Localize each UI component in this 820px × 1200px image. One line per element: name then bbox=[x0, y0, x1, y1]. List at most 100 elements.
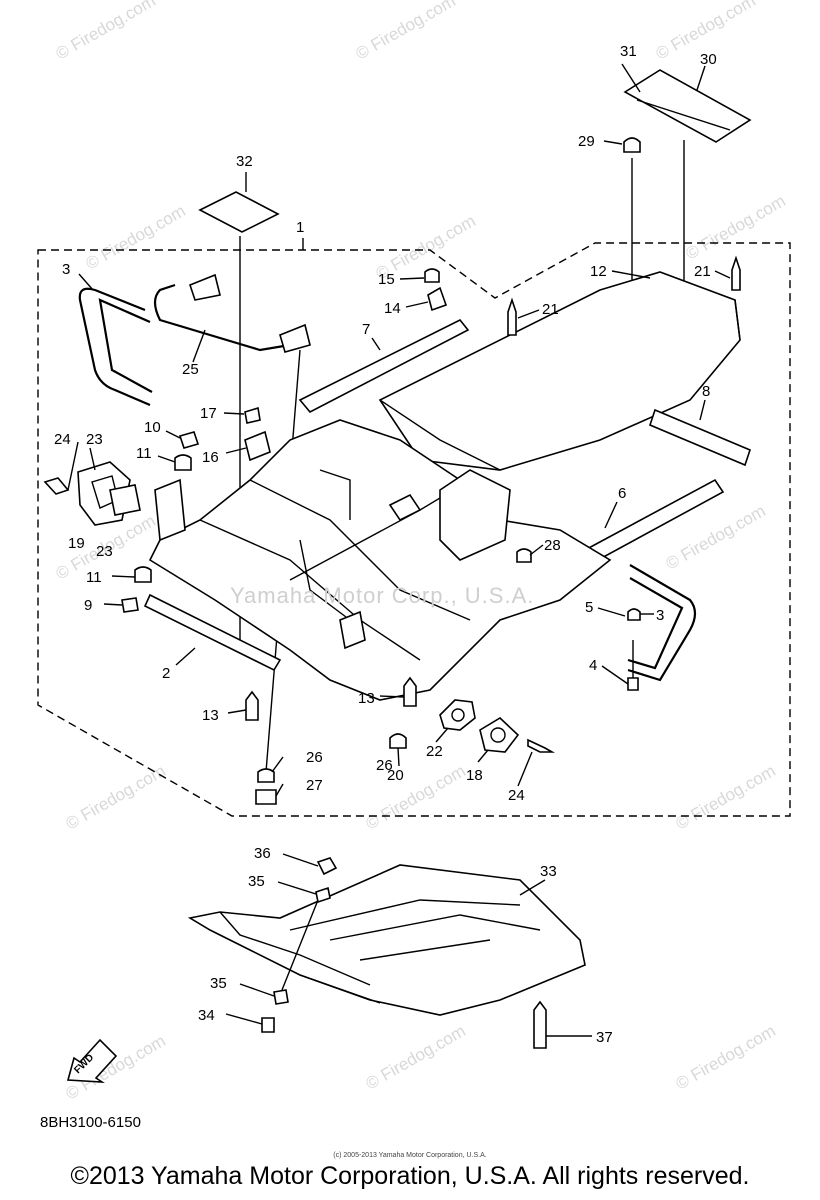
bracket-part-16 bbox=[244, 430, 271, 462]
callout-13: 13 bbox=[202, 707, 219, 724]
frame-body bbox=[148, 419, 612, 701]
rivet-part-13-left bbox=[245, 690, 259, 721]
callout-35: 35 bbox=[248, 873, 265, 890]
watermark-text: © Firedog.com bbox=[353, 0, 459, 63]
grommet-part-20 bbox=[389, 733, 407, 749]
rivet-part-21-center bbox=[507, 297, 517, 336]
bolt-part-34 bbox=[261, 1017, 275, 1033]
callout-35: 35 bbox=[210, 975, 227, 992]
callout-30: 30 bbox=[700, 51, 717, 68]
rivet-part-21-right bbox=[731, 255, 741, 291]
leader-lines bbox=[67, 270, 731, 1037]
callout-17: 17 bbox=[200, 405, 217, 422]
callout-5: 5 bbox=[585, 599, 593, 616]
callout-2: 2 bbox=[162, 665, 170, 682]
nut-part-5 bbox=[627, 608, 641, 621]
callout-22: 22 bbox=[426, 743, 443, 760]
callout-3: 3 bbox=[656, 607, 664, 624]
bumper-part-3-left bbox=[78, 287, 153, 407]
callout-31: 31 bbox=[620, 43, 637, 60]
callout-36: 36 bbox=[254, 845, 271, 862]
rail-part-2 bbox=[143, 593, 282, 672]
small-copyright: (c) 2005-2013 Yamaha Motor Corporation, … bbox=[333, 1152, 487, 1159]
plug-part-28 bbox=[516, 548, 532, 563]
watermark-text: © Firedog.com bbox=[673, 1021, 779, 1093]
callout-29: 29 bbox=[578, 133, 595, 150]
callout-13: 13 bbox=[358, 690, 375, 707]
callout-23: 23 bbox=[86, 431, 103, 448]
collar-part-11-lower bbox=[134, 566, 152, 583]
copyright-notice: ©2013 Yamaha Motor Corporation, U.S.A. A… bbox=[70, 1162, 750, 1190]
cap-part-29 bbox=[603, 137, 641, 153]
skid-plate-part-33 bbox=[187, 864, 586, 1016]
plate-part-30-31 bbox=[621, 63, 752, 143]
washer-part-35 bbox=[273, 989, 289, 1005]
watermark-text: © Firedog.com bbox=[83, 201, 189, 273]
rail-part-7 bbox=[298, 318, 470, 414]
bumper-part-3-right bbox=[627, 564, 697, 682]
bolt-part-4 bbox=[627, 677, 639, 691]
guide-line bbox=[281, 899, 319, 991]
callout-23: 23 bbox=[96, 543, 113, 560]
nut-part-36-lower bbox=[315, 886, 331, 904]
watermark-text: © Firedog.com bbox=[53, 0, 159, 63]
callout-3: 3 bbox=[62, 261, 70, 278]
rivet-part-13-center bbox=[403, 676, 417, 707]
callout-21: 21 bbox=[542, 301, 559, 318]
gasket-part-22-right bbox=[439, 699, 556, 753]
callout-24: 24 bbox=[54, 431, 71, 448]
callout-34: 34 bbox=[198, 1007, 215, 1024]
callout-25: 25 bbox=[182, 361, 199, 378]
watermark-text: © Firedog.com bbox=[683, 191, 789, 263]
washer-part-26 bbox=[257, 768, 275, 783]
watermark-text: © Firedog.com bbox=[363, 1021, 469, 1093]
callout-11: 11 bbox=[86, 569, 102, 586]
callout-16: 16 bbox=[202, 449, 219, 466]
diagram-code: 8BH3100-6150 bbox=[40, 1114, 141, 1131]
callout-24: 24 bbox=[508, 787, 525, 804]
steering-post bbox=[154, 478, 366, 650]
callout-32: 32 bbox=[236, 153, 253, 170]
callout-6: 6 bbox=[618, 485, 626, 502]
callout-1: 1 bbox=[296, 219, 304, 236]
nut-part-17 bbox=[244, 406, 261, 424]
callout-26: 26 bbox=[376, 757, 393, 774]
callout-4: 4 bbox=[589, 657, 597, 674]
callout-10: 10 bbox=[144, 419, 161, 436]
watermark-text: © Firedog.com bbox=[63, 761, 169, 833]
callout-15: 15 bbox=[378, 271, 395, 288]
watermark-text: © Firedog.com bbox=[673, 761, 779, 833]
rivet-part-37 bbox=[533, 1000, 547, 1049]
callout-18: 18 bbox=[466, 767, 483, 784]
nut-part-27 bbox=[255, 789, 277, 805]
assembly-boundary bbox=[37, 242, 791, 817]
callout-labels: 1 2 3 3 4 5 6 7 8 9 10 11 11 12 13 13 14… bbox=[54, 43, 717, 1046]
plate-part-32 bbox=[198, 172, 280, 233]
nut-part-15 bbox=[424, 268, 440, 283]
callout-33: 33 bbox=[540, 863, 557, 880]
center-watermark: Yamaha Motor Corp., U.S.A. bbox=[230, 583, 535, 608]
panel-part-12 bbox=[378, 271, 741, 471]
callout-7: 7 bbox=[362, 321, 370, 338]
callout-37: 37 bbox=[596, 1029, 613, 1046]
callout-11: 11 bbox=[136, 445, 152, 462]
callout-9: 9 bbox=[84, 597, 92, 614]
nut-part-36 bbox=[316, 857, 338, 876]
rail-part-8 bbox=[649, 408, 751, 467]
callout-21: 21 bbox=[694, 263, 711, 280]
callout-14: 14 bbox=[384, 300, 401, 317]
damper-part-10 bbox=[178, 431, 200, 449]
callout-8: 8 bbox=[702, 383, 710, 400]
callout-26: 26 bbox=[306, 749, 323, 766]
callout-28: 28 bbox=[544, 537, 561, 554]
bracket-part-14 bbox=[427, 286, 448, 312]
handle-part-25 bbox=[153, 273, 311, 353]
collar-part-11 bbox=[174, 454, 192, 471]
damper-part-9 bbox=[121, 597, 139, 613]
gasket-part-23-left bbox=[43, 461, 141, 526]
callout-27: 27 bbox=[306, 777, 323, 794]
callout-12: 12 bbox=[590, 263, 607, 280]
callout-19: 19 bbox=[68, 535, 85, 552]
callout-20: 20 bbox=[387, 767, 404, 784]
